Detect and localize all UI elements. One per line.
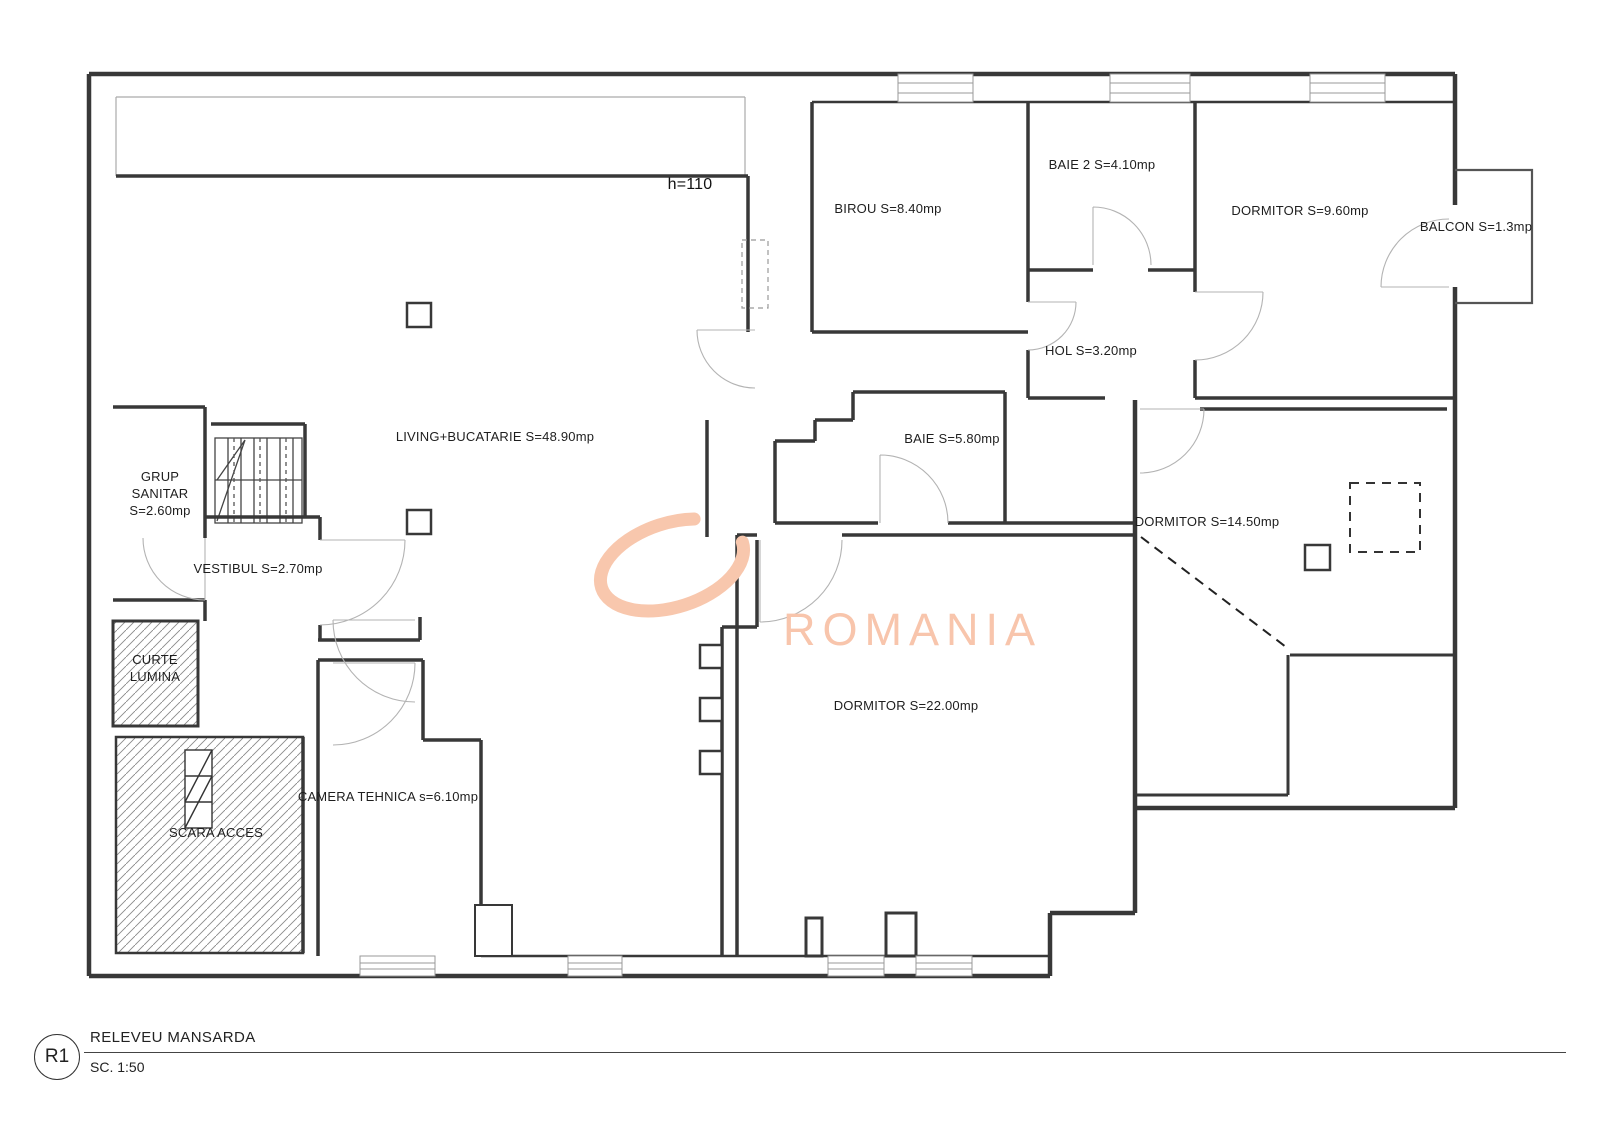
drawing-title: RELEVEU MANSARDA — [90, 1029, 256, 1046]
watermark-swoosh — [593, 512, 751, 618]
room-area: S=1.3mp — [1478, 219, 1533, 234]
room-name: BAIE — [904, 431, 935, 446]
room-label-baie: BAIE S=5.80mp — [904, 430, 999, 447]
window-bottom-1 — [359, 955, 436, 977]
height-annotation: h=110 — [667, 176, 713, 193]
room-name: CAMERA TEHNICA — [297, 789, 416, 804]
room-label-scara-acces: SCARA ACCES — [169, 824, 263, 841]
room-name: BAIE 2 — [1048, 157, 1091, 172]
roof-slope-line — [1140, 536, 1291, 651]
room-name: HOL — [1045, 343, 1072, 358]
drawing-scale: SC. 1:50 — [90, 1059, 145, 1075]
door-arcs — [142, 206, 1450, 746]
room-label-vestibul: VESTIBUL S=2.70mp — [193, 560, 322, 577]
room-name: LIVING+BUCATARIE — [395, 429, 522, 444]
room-area: s=6.10mp — [419, 789, 479, 804]
window-bottom-4 — [915, 955, 973, 977]
room-area: S=14.50mp — [1210, 514, 1280, 529]
stair-lower — [184, 749, 213, 829]
room-label-hol: HOL S=3.20mp — [1045, 342, 1137, 359]
post-squares — [405, 301, 1332, 572]
room-area: S=48.90mp — [525, 429, 595, 444]
room-area: S=4.10mp — [1094, 157, 1156, 172]
room-label-balcon: BALCON S=1.3mp — [1420, 218, 1532, 235]
room-name: BALCON — [1419, 219, 1475, 234]
watermark-text: ROMANIA — [783, 604, 1043, 655]
flue-notches — [698, 643, 724, 776]
room-name: DORMITOR — [1134, 514, 1207, 529]
room-label-birou: BIROU S=8.40mp — [834, 200, 941, 217]
room-area: S=5.80mp — [938, 431, 1000, 446]
room-label-dormitor-1450: DORMITOR S=14.50mp — [1135, 513, 1280, 530]
room-name: DORMITOR — [833, 698, 906, 713]
windows — [359, 73, 1386, 977]
room-label-curte-lumina: CURTE LUMINA — [120, 651, 190, 685]
room-area: S=9.60mp — [1307, 203, 1369, 218]
room-area: S=22.00mp — [909, 698, 979, 713]
room-label-baie2: BAIE 2 S=4.10mp — [1049, 156, 1156, 173]
window-top-2 — [1109, 73, 1191, 103]
room-name: VESTIBUL — [193, 561, 258, 576]
room-name: SCARA ACCES — [169, 825, 263, 840]
window-top-1 — [897, 73, 974, 103]
room-label-camera-tehnica: CAMERA TEHNICA s=6.10mp — [298, 788, 478, 805]
room-name: CURTE LUMINA — [129, 652, 181, 684]
hatch-curte-lumina — [111, 619, 200, 728]
flue-dashed — [741, 239, 769, 309]
window-bottom-2 — [567, 955, 623, 977]
room-label-grup-sanitar: GRUP SANITAR S=2.60mp — [118, 468, 202, 519]
walls-balcony — [1455, 168, 1534, 305]
room-area: S=8.40mp — [880, 201, 942, 216]
room-name: BIROU — [834, 201, 877, 216]
window-top-3 — [1309, 73, 1386, 103]
room-name: GRUP SANITAR — [131, 469, 189, 501]
bottom-wall-pillars — [474, 904, 918, 958]
room-label-living: LIVING+BUCATARIE S=48.90mp — [396, 428, 594, 445]
room-label-dormitor-2200: DORMITOR S=22.00mp — [834, 697, 979, 714]
room-name: DORMITOR — [1231, 203, 1304, 218]
room-label-dormitor-960: DORMITOR S=9.60mp — [1231, 202, 1368, 219]
roof-overhang-outline — [115, 96, 746, 176]
skylight-dashed — [1349, 482, 1421, 553]
room-area: S=2.60mp — [129, 503, 191, 518]
window-bottom-3 — [827, 955, 885, 977]
room-area: S=3.20mp — [1075, 343, 1137, 358]
title-block-divider — [84, 1052, 1566, 1053]
room-area: S=2.70mp — [261, 561, 323, 576]
stair-upper — [214, 437, 303, 524]
drawing-number-badge: R1 — [34, 1034, 80, 1080]
drawing-number: R1 — [44, 1046, 70, 1067]
